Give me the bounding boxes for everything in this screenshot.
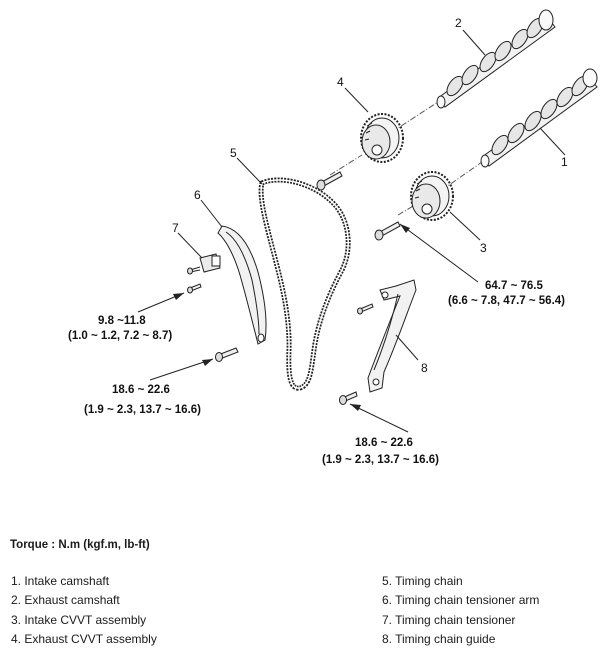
callout-1: 1 <box>561 155 568 169</box>
intake-cvvt-assembly <box>410 171 454 221</box>
callout-8: 8 <box>421 361 428 375</box>
legend-item-3: 3. Intake CVVT assembly <box>11 612 147 627</box>
callout-2: 2 <box>455 16 462 30</box>
legend-item-2: 2. Exhaust camshaft <box>11 593 120 608</box>
callout-4: 4 <box>337 75 344 89</box>
callout-3: 3 <box>480 241 487 255</box>
guide-bolt-lower <box>339 391 358 405</box>
torque-guide-bolt-conversion: (1.9 ~ 2.3, 13.7 ~ 16.6) <box>322 454 439 466</box>
parts-legend-left: 1. Intake camshaft 2. Exhaust camshaft 3… <box>11 572 157 650</box>
torque-guide-bolt-value: 18.6 ~ 22.6 <box>355 437 413 449</box>
torque-arm-bolt-conversion: (1.9 ~ 2.3, 13.7 ~ 16.6) <box>84 404 201 416</box>
timing-system-exploded-diagram: 1 2 3 4 5 6 7 8 64.7 ~ 76.5 (6.6 ~ 7.8, … <box>68 9 598 466</box>
timing-chain-guide <box>367 279 417 393</box>
timing-chain-tensioner <box>187 253 221 275</box>
tensioner-bolt <box>187 283 202 294</box>
torque-cvvt-bolt-value: 64.7 ~ 76.5 <box>485 280 543 292</box>
torque-unit-note: Torque : N.m (kgf.m, lb-ft) <box>10 539 150 551</box>
callout-7: 7 <box>172 221 179 235</box>
timing-chain-tensioner-arm <box>217 225 267 345</box>
torque-tensioner-bolt-value: 9.8 ~11.8 <box>98 315 146 327</box>
cvvt-bolt-exhaust <box>316 171 343 191</box>
callout-6: 6 <box>194 188 201 202</box>
legend-item-6: 6. Timing chain tensioner arm <box>382 593 540 608</box>
guide-bolt-upper <box>357 303 374 315</box>
legend-item-5: 5. Timing chain <box>382 574 463 588</box>
torque-arrows <box>137 223 479 433</box>
callout-5: 5 <box>230 146 237 160</box>
exhaust-camshaft <box>436 9 556 109</box>
exhaust-cvvt-assembly <box>360 113 404 163</box>
intake-camshaft <box>480 68 598 168</box>
torque-cvvt-bolt-conversion: (6.6 ~ 7.8, 47.7 ~ 56.4) <box>448 295 565 307</box>
legend-item-1: 1. Intake camshaft <box>11 574 110 588</box>
callout-leaders <box>177 29 566 361</box>
torque-tensioner-bolt-conversion: (1.0 ~ 1.2, 7.2 ~ 8.7) <box>68 330 172 342</box>
timing-chain <box>258 177 351 391</box>
cvvt-bolt-intake <box>374 221 401 241</box>
arm-pivot-bolt <box>215 347 239 362</box>
torque-arm-bolt-value: 18.6 ~ 22.6 <box>112 384 170 396</box>
legend-item-8: 8. Timing chain guide <box>382 632 496 647</box>
parts-legend-right: 5. Timing chain 6. Timing chain tensione… <box>382 572 539 650</box>
legend-item-4: 4. Exhaust CVVT assembly <box>11 632 157 647</box>
legend-item-7: 7. Timing chain tensioner <box>382 612 516 627</box>
